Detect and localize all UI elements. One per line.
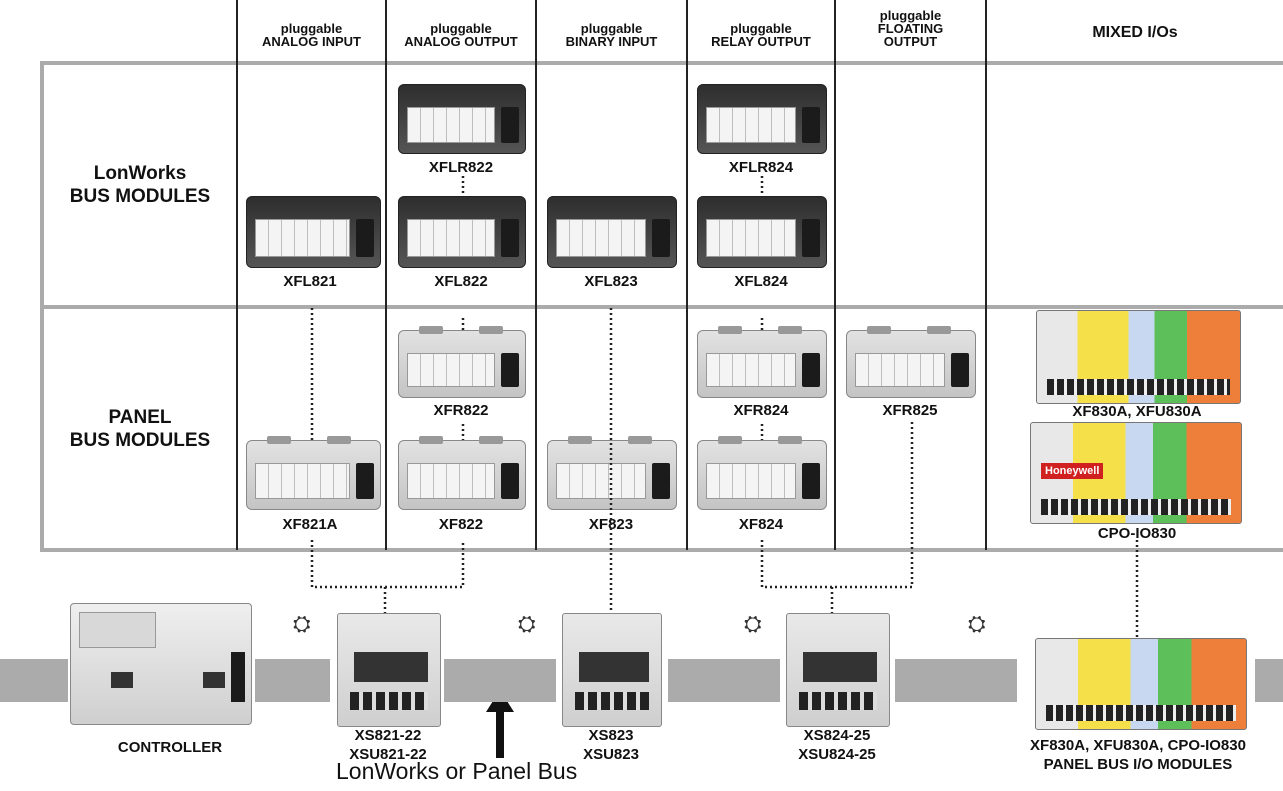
grid-bottom-border	[40, 548, 1283, 552]
module-xfr822-image	[398, 326, 526, 398]
module-label-xfl823: XFL823	[584, 273, 638, 290]
module-cpo-io830-image: Honeywell	[1030, 422, 1242, 524]
bus-connector-icon: ⛭	[968, 611, 986, 636]
base-xs824-25-image	[786, 613, 890, 727]
module-label-xfl824: XFL824	[734, 273, 788, 290]
module-xf830a-image	[1036, 310, 1241, 404]
module-xflr824-image	[697, 84, 827, 154]
bus-segment-6	[1255, 659, 1283, 702]
grid-middle-border	[40, 305, 1283, 309]
bus-connector-icon: ⛭	[293, 611, 311, 636]
module-label-xfr825: XFR825	[882, 402, 938, 419]
module-label-xfl822: XFL822	[434, 273, 488, 290]
bus-segment-2	[255, 659, 330, 702]
module-label-cpo-io830: CPO-IO830	[1097, 525, 1177, 542]
honeywell-logo: Honeywell	[1041, 463, 1104, 479]
module-label-xf824: XF824	[738, 516, 784, 533]
module-label-xfl821: XFL821	[283, 273, 337, 290]
controller-image	[70, 603, 252, 725]
module-xfl821-image	[246, 196, 381, 268]
column-divider-1	[236, 0, 238, 550]
module-xf821a-image	[246, 436, 381, 510]
column-divider-6	[985, 0, 987, 550]
module-label-xf822: XF822	[438, 516, 484, 533]
module-xf824-image	[697, 436, 827, 510]
controller-label: CONTROLLER	[117, 739, 223, 756]
column-divider-3	[535, 0, 537, 550]
module-label-xfr824: XFR824	[733, 402, 789, 419]
bus-segment-4	[668, 659, 780, 702]
bus-segment-1	[0, 659, 68, 702]
column-divider-2	[385, 0, 387, 550]
column-divider-5	[834, 0, 836, 550]
module-xfl824-image	[697, 196, 827, 268]
bus-segment-5	[895, 659, 1017, 702]
module-xfr824-image	[697, 326, 827, 398]
bus-label: LonWorks or Panel Bus	[336, 758, 578, 784]
module-label-xf821a: XF821A	[282, 516, 338, 533]
module-label-xf830a: XF830A, XFU830A	[1072, 403, 1202, 420]
column-divider-4	[686, 0, 688, 550]
base-xs823-image	[562, 613, 662, 727]
bus-connector-icon: ⛭	[744, 611, 762, 636]
base-xf830a-image	[1035, 638, 1247, 730]
grid-top-border	[40, 61, 1283, 65]
module-xfl823-image	[547, 196, 677, 268]
module-xfl822-image	[398, 196, 526, 268]
grid-left-border	[40, 61, 44, 552]
module-xflr822-image	[398, 84, 526, 154]
module-label-xflr822: XFLR822	[428, 159, 494, 176]
column-header-mixed-ios: MIXED I/Os	[1092, 24, 1178, 41]
bus-connector-icon: ⛭	[518, 611, 536, 636]
base-xs821-22-image	[337, 613, 441, 727]
module-xf822-image	[398, 436, 526, 510]
module-label-xfr822: XFR822	[433, 402, 489, 419]
module-xf823-image	[547, 436, 677, 510]
module-label-xflr824: XFLR824	[728, 159, 794, 176]
module-xfr825-image	[846, 326, 976, 398]
bus-segment-3	[444, 659, 556, 702]
